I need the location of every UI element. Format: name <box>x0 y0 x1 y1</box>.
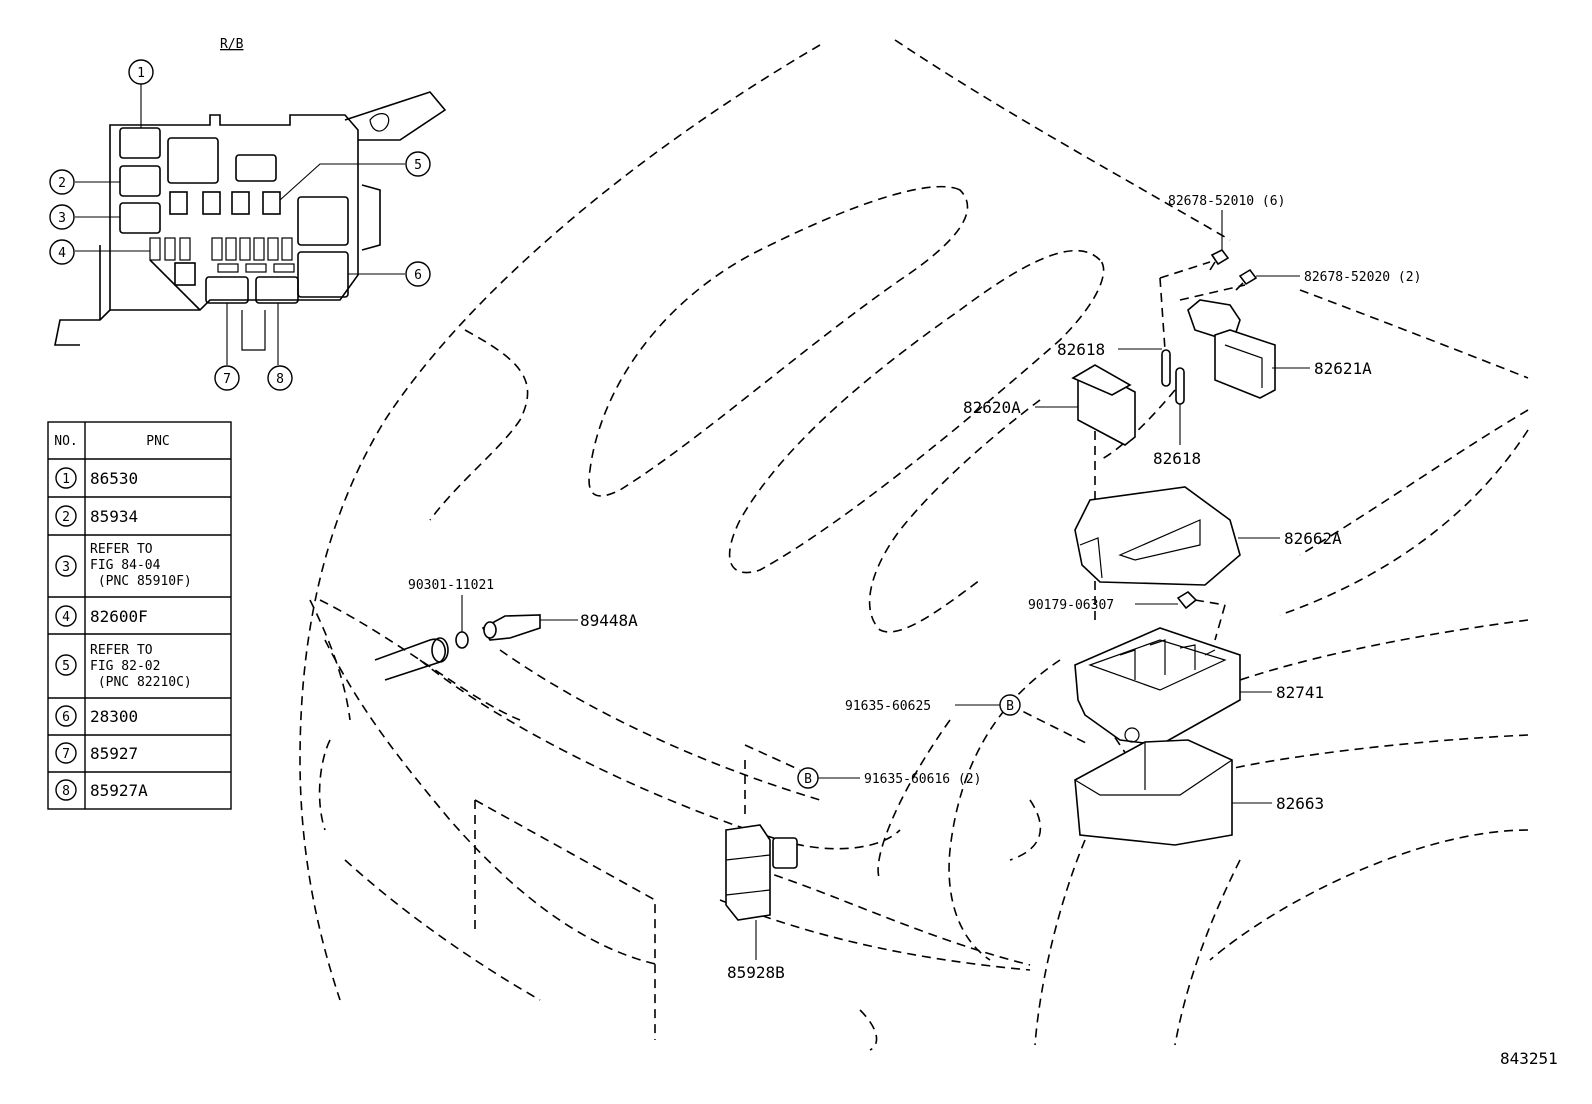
callout-4: 4 <box>49 239 75 265</box>
label-82741: 82741 <box>1276 683 1324 702</box>
pipe-fitting <box>374 637 449 681</box>
label-85928B: 85928B <box>727 963 785 982</box>
figure-code: 843251 <box>1500 1049 1558 1068</box>
o-ring-90301-11021 <box>455 631 469 649</box>
label-90179-06307: 90179-06307 <box>1028 598 1114 613</box>
callout-8-number: 8 <box>276 372 284 387</box>
callout-5-number: 5 <box>414 158 422 173</box>
label-82621A: 82621A <box>1314 359 1372 378</box>
table-row-3-line-2: FIG 84-04 <box>90 558 161 573</box>
label-82678-52020: 82678-52020 (2) <box>1304 270 1421 285</box>
part-leaders <box>461 210 1310 960</box>
table-row-5-line-1: REFER TO <box>90 643 153 658</box>
callout-1-number: 1 <box>137 66 145 81</box>
clip-82618-b <box>1175 367 1185 405</box>
label-82618-a: 82618 <box>1057 340 1105 359</box>
nut-90179-06307 <box>1176 590 1198 610</box>
label-89448A: 89448A <box>580 611 638 630</box>
bracket-82620A <box>1071 364 1136 446</box>
callout-7-number: 7 <box>223 372 231 387</box>
table-row-6-no: 6 <box>62 710 70 725</box>
label-90301-11021: 90301-11021 <box>408 578 494 593</box>
bolt-marker-b-1: B <box>999 694 1021 716</box>
label-82678-52010: 82678-52010 (6) <box>1168 194 1285 209</box>
callout-1: 1 <box>128 59 154 85</box>
table-header-no: NO. <box>54 434 77 449</box>
relay-block-label: R/B <box>220 37 244 52</box>
table-row-4-no: 4 <box>62 610 70 625</box>
table-row-3-line-3: (PNC 85910F) <box>90 574 192 589</box>
pnc-table: NO. PNC 1 86530 2 85934 3 REFER TO FIG 8… <box>47 421 232 810</box>
table-row-5-line-2: FIG 82-02 <box>90 659 160 674</box>
relay-85928B <box>725 824 798 921</box>
cover-82662A <box>1074 486 1241 586</box>
callout-8: 8 <box>267 365 293 391</box>
screw-82678-52010 <box>1209 248 1230 271</box>
label-82618-b: 82618 <box>1153 449 1201 468</box>
label-91635-60625: 91635-60625 <box>845 699 931 714</box>
callout-7: 7 <box>214 365 240 391</box>
relay-block-leaders <box>75 84 405 365</box>
table-row-5-line-3: (PNC 82210C) <box>90 675 192 690</box>
label-82663: 82663 <box>1276 794 1324 813</box>
vehicle-outline <box>299 39 1529 1051</box>
table-row-1-pnc: 86530 <box>90 469 138 488</box>
table-row-3-line-1: REFER TO <box>90 542 153 557</box>
callout-3: 3 <box>49 204 75 230</box>
callout-3-number: 3 <box>58 211 66 226</box>
table-row-3-no: 3 <box>62 560 70 575</box>
callout-6-number: 6 <box>414 268 422 283</box>
bolt-marker-b-1-letter: B <box>1006 699 1014 714</box>
table-row-1-no: 1 <box>62 472 70 487</box>
label-82620A: 82620A <box>963 398 1021 417</box>
callout-2: 2 <box>49 169 75 195</box>
table-row-4-pnc: 82600F <box>90 607 148 626</box>
table-header-pnc: PNC <box>146 434 169 449</box>
bolt-marker-b-2: B <box>797 767 819 789</box>
lower-cover-82663 <box>1074 739 1233 846</box>
table-row-6-pnc: 28300 <box>90 707 138 726</box>
screw-82678-52020 <box>1235 268 1258 291</box>
label-82662A: 82662A <box>1284 529 1342 548</box>
table-row-8-no: 8 <box>62 784 70 799</box>
table-row-2-pnc: 85934 <box>90 507 138 526</box>
callout-6: 6 <box>405 261 431 287</box>
table-row-7-pnc: 85927 <box>90 744 138 763</box>
clip-82618-a <box>1161 349 1171 387</box>
relay-block-drawing <box>54 91 447 351</box>
callout-5: 5 <box>405 151 431 177</box>
table-row-7-no: 7 <box>62 747 70 762</box>
bracket-82621A <box>1187 299 1276 399</box>
sensor-89448A <box>481 614 541 641</box>
callout-2-number: 2 <box>58 176 66 191</box>
table-row-2-no: 2 <box>62 510 70 525</box>
table-row-8-pnc: 85927A <box>90 781 148 800</box>
bolt-marker-b-2-letter: B <box>804 772 812 787</box>
relay-box-82741 <box>1074 627 1241 746</box>
table-row-5-no: 5 <box>62 659 70 674</box>
callout-4-number: 4 <box>58 246 66 261</box>
label-91635-60616: 91635-60616 (2) <box>864 772 981 787</box>
